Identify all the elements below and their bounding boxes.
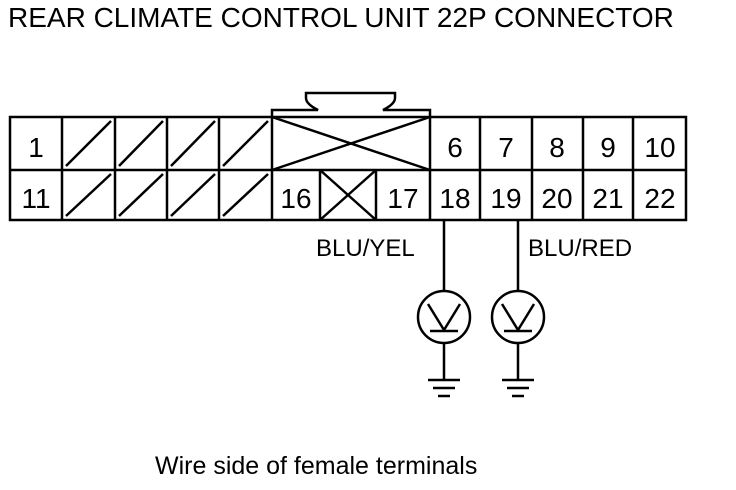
ground-icon <box>502 378 534 398</box>
wire-label-pin18: BLU/YEL <box>316 235 415 262</box>
blocked-cavity-x-large <box>271 115 431 172</box>
pin-9: 9 <box>600 132 616 163</box>
connector-body <box>8 115 688 222</box>
pin-19: 19 <box>490 183 521 214</box>
blocked-cavity-x-small <box>319 169 377 221</box>
wire-label-pin19: BLU/RED <box>528 235 632 262</box>
voltmeter-icon <box>490 289 546 345</box>
pin-7: 7 <box>498 132 514 163</box>
pin-21: 21 <box>592 183 623 214</box>
voltmeter-icon <box>416 289 472 345</box>
pin-11: 11 <box>21 183 50 214</box>
pin-8: 8 <box>549 132 565 163</box>
diagram-title: REAR CLIMATE CONTROL UNIT 22P CONNECTOR <box>8 2 674 33</box>
pin-18: 18 <box>439 183 470 214</box>
pin-16: 16 <box>280 183 311 214</box>
pin-6: 6 <box>447 132 463 163</box>
pin-10: 10 <box>644 132 675 163</box>
pin-17: 17 <box>387 183 418 214</box>
connector-latch <box>270 91 432 117</box>
ground-icon <box>428 378 460 398</box>
diagram-caption: Wire side of female terminals <box>155 452 478 480</box>
unused-cavity-slashes <box>65 120 269 217</box>
pin-22: 22 <box>644 183 675 214</box>
pin-20: 20 <box>541 183 572 214</box>
pin-1: 1 <box>28 132 44 163</box>
